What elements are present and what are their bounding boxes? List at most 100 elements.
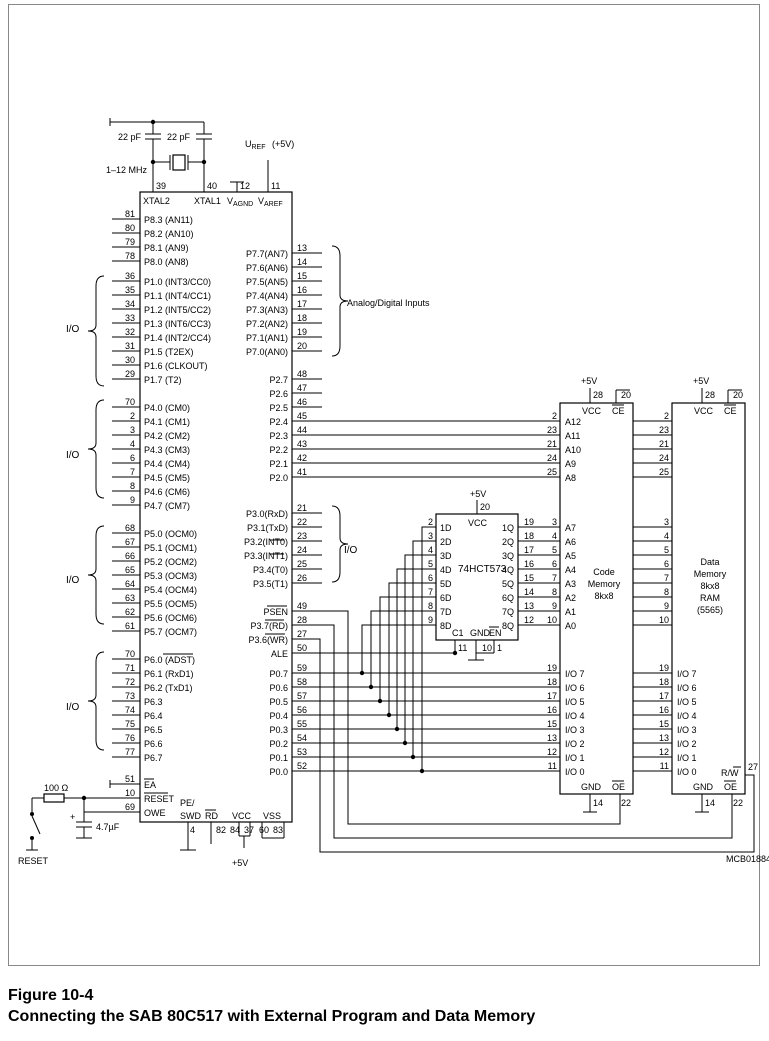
cap-value: 4.7µF (96, 822, 120, 832)
latch-d-wire (421, 526, 436, 771)
pin-number: 6 (130, 453, 135, 463)
pin-number: 58 (297, 677, 307, 687)
pin-number: 49 (297, 601, 307, 611)
data-mem-ce: CE (724, 406, 737, 416)
pin-number: 42 (297, 453, 307, 463)
pin-number: 8 (130, 481, 135, 491)
latch-c1: C1 (452, 628, 464, 638)
pin-number: 22 (621, 798, 631, 808)
pin-number: 13 (297, 243, 307, 253)
p2-pin-label: P2.0 (269, 473, 288, 483)
code-memory-box (559, 402, 634, 795)
code-mem-supply: +5V (581, 376, 597, 386)
pin-number: 51 (125, 774, 135, 784)
code-mem-addr-label: A0 (565, 621, 576, 631)
data-mem-oe: OE (724, 782, 737, 792)
pin-number: 8 (552, 587, 557, 597)
pin-number: 4 (552, 531, 557, 541)
pin-number: 26 (297, 573, 307, 583)
pin-number: 50 (297, 643, 307, 653)
p5-pin-label: P5.3 (OCM3) (144, 571, 197, 581)
pin-number: 5 (552, 545, 557, 555)
pin-number: 41 (297, 467, 307, 477)
pin-number: 24 (659, 453, 669, 463)
mcu-top-pin-number: 11 (271, 181, 280, 191)
p0-pin-label: P0.0 (269, 767, 288, 777)
pin-number: 55 (297, 719, 307, 729)
p6-pin-label: P6.1 (RxD1) (144, 669, 194, 679)
pin-number: 44 (297, 425, 307, 435)
pin-number: 2 (428, 517, 433, 527)
pin-number: 84 (230, 825, 240, 835)
pin-number: 21 (659, 439, 669, 449)
latch-vcc: VCC (468, 518, 488, 528)
code-mem-addr-label: A6 (565, 537, 576, 547)
latch-d-label: 8D (440, 621, 452, 631)
latch-d-wire (388, 582, 436, 715)
p1-pin-label: P1.6 (CLKOUT) (144, 361, 208, 371)
cap2-value: 22 pF (167, 132, 191, 142)
p3-pin-label: P3.0(RxD) (246, 509, 288, 519)
io-group-label: I/O (66, 575, 80, 586)
pin-number: 83 (273, 825, 283, 835)
latch-q-label: 1Q (502, 523, 514, 533)
latch-d-wire (412, 540, 436, 757)
pin-number: 76 (125, 733, 135, 743)
pin-number: 14 (524, 587, 534, 597)
latch-supply: +5V (470, 489, 486, 499)
junction-dot (377, 698, 383, 704)
ctrl-pin-label: ALE (271, 649, 288, 659)
data-mem-title: Data (700, 557, 719, 567)
pin-number: 33 (125, 313, 135, 323)
pin-number: 28 (297, 615, 307, 625)
mcu-top-pin-label: VAGND (227, 196, 253, 208)
pin-number: 9 (130, 495, 135, 505)
crystal (172, 154, 186, 171)
p8-pin-label: P8.1 (AN9) (144, 243, 189, 253)
junction-dot (452, 650, 458, 656)
p5-pin-label: P5.6 (OCM6) (144, 613, 197, 623)
data-memory-box (671, 402, 746, 795)
p7-pin-label: P7.0(AN0) (246, 347, 288, 357)
p1-pin-label: P1.3 (INT6/CC3) (144, 319, 211, 329)
pin-number: 2 (664, 411, 669, 421)
data-mem-io-label: I/O 1 (677, 753, 697, 763)
brace (87, 399, 105, 499)
junction-dot (419, 768, 425, 774)
p8-pin-label: P8.3 (AN11) (144, 215, 193, 225)
p7-pin-label: P7.2(AN2) (246, 319, 288, 329)
data-mem-io-label: I/O 4 (677, 711, 697, 721)
code-mem-oe: OE (612, 782, 625, 792)
pin-number: 17 (547, 691, 557, 701)
pin-number: 48 (297, 369, 307, 379)
p5-pin-label: P5.5 (OCM5) (144, 599, 197, 609)
pin-label: VCC (232, 811, 252, 821)
pin-number: 80 (125, 223, 135, 233)
latch-q-label: 2Q (502, 537, 514, 547)
pin-number: 20 (733, 390, 743, 400)
ctrl-pin-label: OWE (144, 808, 166, 818)
pin-number: 77 (125, 747, 135, 757)
pin-number: 8 (664, 587, 669, 597)
pin-label: SWD (180, 811, 201, 821)
pin-number: 15 (297, 271, 307, 281)
cap1-value: 22 pF (118, 132, 142, 142)
data-mem-gnd: GND (693, 782, 714, 792)
mcu-top-pin-label: VAREF (258, 196, 283, 208)
p6-pin-label: P6.3 (144, 697, 163, 707)
p2-pin-label: P2.5 (269, 403, 288, 413)
latch-q-label: 7Q (502, 607, 514, 617)
latch-q-label: 8Q (502, 621, 514, 631)
latch-d-wire (361, 624, 436, 673)
p4-pin-label: P4.4 (CM4) (144, 459, 190, 469)
pin-number: 15 (524, 573, 534, 583)
p2-pin-label: P2.3 (269, 431, 288, 441)
wr-wire (292, 638, 755, 853)
pin-number: 24 (547, 453, 557, 463)
latch-q-label: 5Q (502, 579, 514, 589)
pin-number: 13 (547, 733, 557, 743)
pin-number: 19 (659, 663, 669, 673)
pin-number: 3 (664, 517, 669, 527)
drawing-code: MCB01884 (726, 854, 769, 864)
